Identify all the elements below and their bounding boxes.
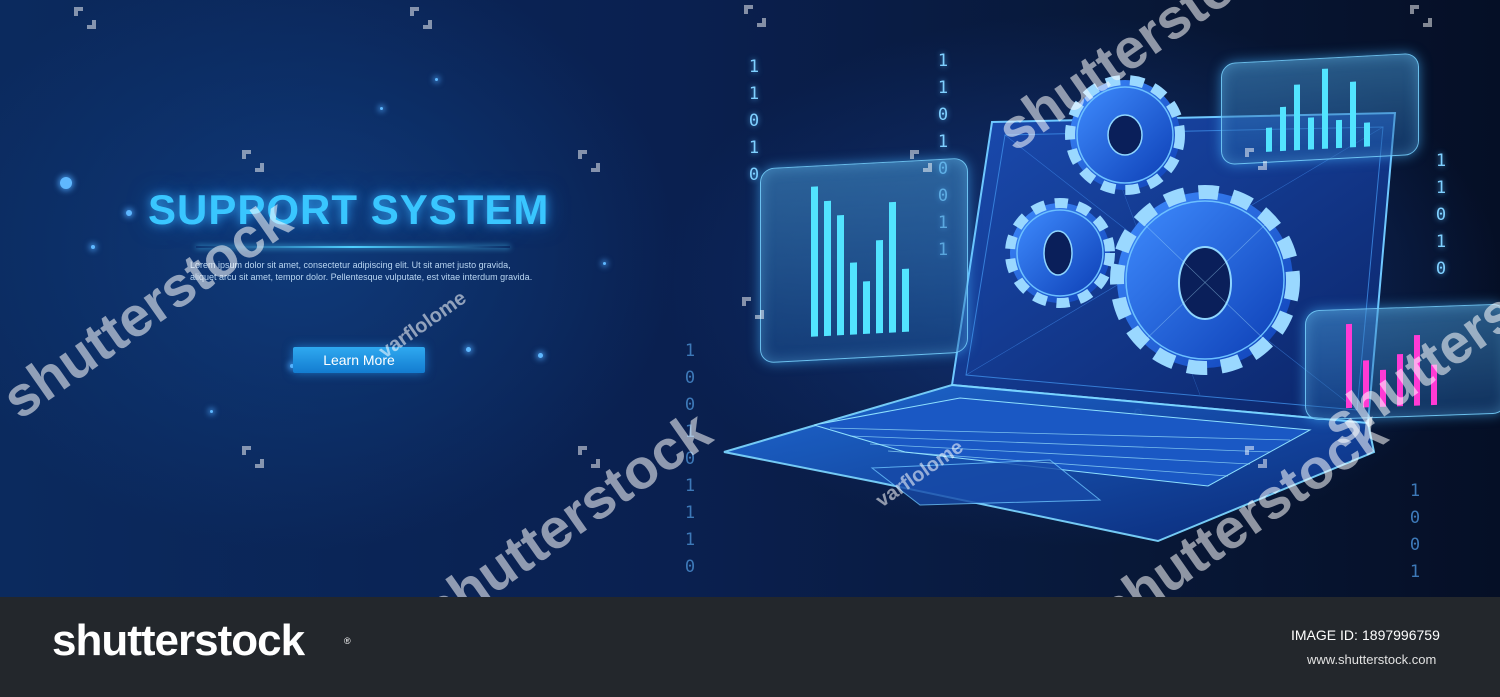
panel-bar	[1380, 369, 1386, 407]
glow-particle	[603, 262, 606, 265]
panel-bar	[1350, 81, 1356, 148]
glow-particle	[538, 353, 543, 358]
gear-icon	[1065, 75, 1185, 195]
laptop-base	[723, 383, 1376, 543]
footer-brand-logo: shutterstock	[52, 616, 305, 665]
image-id: 1897996759	[1362, 627, 1440, 643]
shutterstock-logo-icon	[910, 150, 932, 172]
panel-bar	[902, 268, 909, 333]
panel-bar	[889, 201, 896, 333]
shutterstock-logo-icon	[1410, 5, 1432, 27]
glow-particle	[435, 78, 438, 81]
gear-icon	[1110, 185, 1300, 375]
stock-footer	[0, 597, 1500, 697]
shutterstock-logo-icon	[242, 446, 264, 468]
image-id-label: IMAGE ID:	[1291, 627, 1358, 643]
hero-description: Lorem ipsum dolor sit amet, consectetur …	[190, 260, 533, 282]
panel-bar	[1397, 354, 1403, 407]
panel-bar	[1414, 334, 1420, 406]
shutterstock-logo-icon	[744, 5, 766, 27]
top-chart-panel	[1221, 52, 1419, 166]
hero-banner: SUPPORT SYSTEM Lorem ipsum dolor sit ame…	[0, 0, 1500, 597]
panel-bar	[1364, 122, 1370, 147]
shutterstock-logo-icon	[742, 297, 764, 319]
gear-icon	[1005, 198, 1115, 308]
panel-bar	[1431, 364, 1437, 406]
learn-more-button[interactable]: Learn More	[293, 347, 425, 373]
glow-particle	[210, 410, 213, 413]
shutterstock-logo-icon	[578, 446, 600, 468]
panel-bar	[1308, 117, 1314, 150]
shutterstock-logo-icon	[74, 7, 96, 29]
panel-bar	[1294, 84, 1300, 151]
registered-mark: ®	[344, 636, 351, 646]
bar-chart-icon	[1266, 68, 1370, 152]
website-link[interactable]: www.shutterstock.com	[1307, 652, 1437, 667]
bar-chart-icon	[1346, 323, 1437, 409]
bar-chart-icon	[811, 186, 909, 337]
panel-bar	[1363, 360, 1369, 408]
panel-bar	[876, 240, 883, 334]
panel-bar	[1346, 323, 1352, 409]
shutterstock-logo-icon	[242, 150, 264, 172]
panel-bar	[1280, 106, 1286, 152]
right-chart-panel	[1305, 303, 1500, 421]
shutterstock-logo-icon	[410, 7, 432, 29]
left-chart-panel	[760, 157, 968, 364]
panel-bar	[824, 200, 831, 337]
panel-bar	[811, 186, 818, 337]
panel-bar	[1336, 119, 1342, 149]
panel-bar	[837, 215, 844, 336]
panel-bar	[863, 281, 870, 335]
glow-particle	[91, 245, 95, 249]
hero-title: SUPPORT SYSTEM	[148, 186, 550, 233]
panel-bar	[1322, 68, 1328, 149]
shutterstock-logo-icon	[1245, 148, 1267, 170]
glow-particle	[290, 364, 294, 368]
title-underline	[196, 246, 510, 248]
shutterstock-logo-icon	[578, 150, 600, 172]
shutterstock-logo-icon	[1245, 446, 1267, 468]
glow-particle	[60, 177, 72, 189]
laptop-illustration	[723, 75, 1397, 543]
panel-bar	[1266, 127, 1272, 152]
glow-particle	[126, 210, 132, 216]
panel-bar	[850, 262, 857, 335]
glow-particle	[466, 347, 471, 352]
glow-particle	[380, 107, 383, 110]
